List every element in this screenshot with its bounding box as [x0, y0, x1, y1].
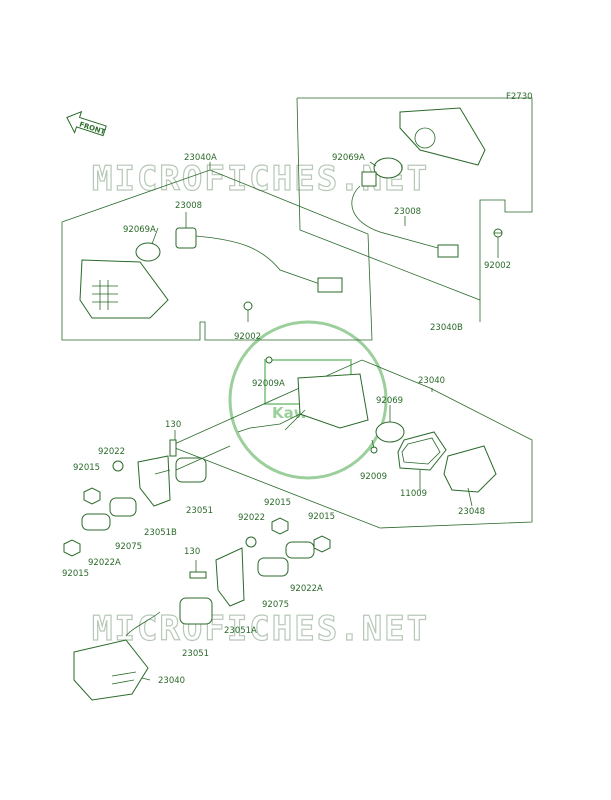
- lower-right-assembly: [73, 517, 331, 701]
- label-92022-mid: 92022: [238, 513, 265, 523]
- lower-left-assembly: [63, 430, 231, 557]
- label-23008-right: 23008: [394, 207, 421, 217]
- label-92009A: 92009A: [252, 379, 285, 389]
- label-92022A-left: 92022A: [88, 558, 121, 568]
- label-23051B: 23051B: [144, 528, 177, 538]
- label-92009: 92009: [360, 472, 387, 482]
- box-23040B: [296, 97, 533, 322]
- label-92015-bottom: 92015: [62, 569, 89, 579]
- label-23040-top: 23040: [418, 376, 445, 386]
- screw-icon: [493, 228, 503, 238]
- label-23051-top: 23051: [186, 506, 213, 516]
- label-92015-mid: 92015: [264, 498, 291, 508]
- label-92022A-right: 92022A: [290, 584, 323, 594]
- label-23008-left: 23008: [175, 201, 202, 211]
- label-92002-left: 92002: [234, 332, 261, 342]
- label-92002-right: 92002: [484, 261, 511, 271]
- label-23051-bottom: 23051: [182, 649, 209, 659]
- watermark-bottom: MICROFICHES.NET: [92, 609, 429, 649]
- label-23051A: 23051A: [224, 626, 257, 636]
- front-arrow-icon: FRONT: [66, 110, 107, 136]
- label-92015-left: 92015: [73, 463, 100, 473]
- label-23040A: 23040A: [184, 153, 217, 163]
- label-130-bottom: 130: [184, 547, 200, 557]
- label-11009: 11009: [400, 489, 427, 499]
- label-92069A-right: 92069A: [332, 153, 365, 163]
- label-92022-top: 92022: [98, 447, 125, 457]
- label-130-top: 130: [165, 420, 181, 430]
- label-23040-bottom: 23040: [158, 676, 185, 686]
- label-92069A-left: 92069A: [123, 225, 156, 235]
- label-92075-left: 92075: [115, 542, 142, 552]
- label-92075-right: 92075: [262, 600, 289, 610]
- box-23040A: [61, 162, 373, 341]
- box-23040: [169, 356, 533, 529]
- label-92015-right: 92015: [308, 512, 335, 522]
- label-23040B: 23040B: [430, 323, 463, 333]
- label-23048: 23048: [458, 507, 485, 517]
- diagram-code: F2730: [506, 92, 533, 102]
- label-92069: 92069: [376, 396, 403, 406]
